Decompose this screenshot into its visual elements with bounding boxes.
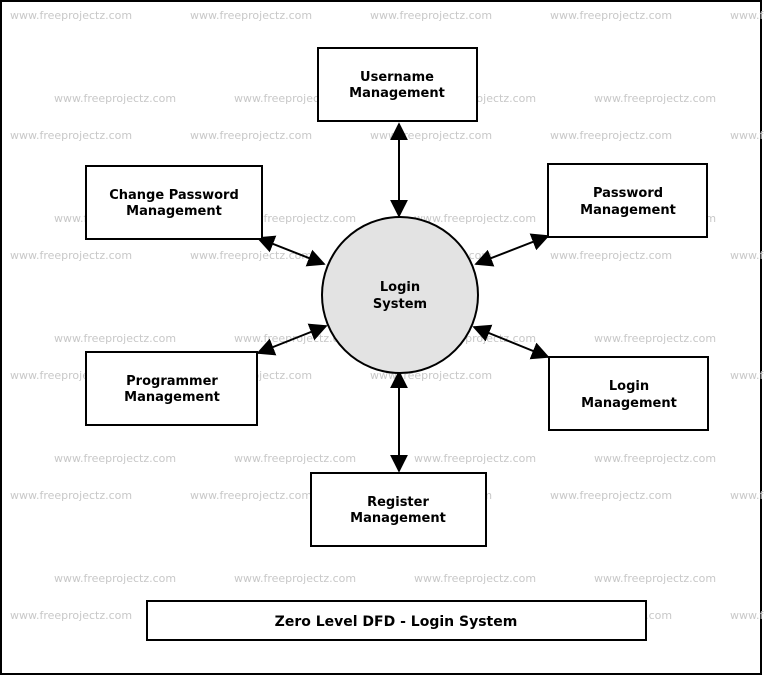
- watermark-text: www.freeprojectz.com: [550, 489, 672, 502]
- watermark-text: www.freeprojectz.com: [190, 489, 312, 502]
- diagram-title-box: [146, 600, 647, 641]
- watermark-text: www.freeprojectz.com: [730, 609, 764, 622]
- entity-username-line1: Username: [360, 70, 434, 85]
- connectors: [256, 122, 550, 473]
- watermark-text: www.freeprojectz.com: [10, 489, 132, 502]
- watermark-text: www.freeprojectz.com: [234, 572, 356, 585]
- watermark-text: www.freeprojectz.com: [10, 609, 132, 622]
- entity-login-line1: Login: [609, 379, 649, 394]
- watermark-text: www.freeprojectz.com: [550, 249, 672, 262]
- diagram-title: Zero Level DFD - Login System: [275, 614, 518, 630]
- watermark-text: www.freeprojectz.com: [54, 452, 176, 465]
- flow-change-password-login: [256, 235, 326, 267]
- watermark-layer: www.freeprojectz.com www.freeprojectz.com…: [10, 9, 764, 622]
- flow-password-login: [474, 233, 550, 267]
- watermark-text: www.freeprojectz.com: [370, 129, 492, 142]
- entity-change-password-line1: Change Password: [109, 188, 239, 203]
- watermark-text: www.freeprojectz.com: [190, 129, 312, 142]
- watermark-text: www.freeprojectz.com: [594, 92, 716, 105]
- watermark-text: www.freeprojectz.com: [550, 9, 672, 22]
- entity-login-line2: Management: [581, 396, 677, 411]
- watermark-text: www.freeprojectz.com: [730, 249, 764, 262]
- watermark-text: www.freeprojectz.com: [550, 129, 672, 142]
- watermark-text: www.freeprojectz.com: [54, 332, 176, 345]
- entity-username-management: [317, 47, 478, 122]
- flow-programmer-login: [256, 323, 328, 356]
- watermark-text: www.freeprojectz.com: [414, 212, 536, 225]
- login-system-process: [321, 216, 479, 374]
- process-label-line2: System: [373, 297, 427, 312]
- flow-login-management-login: [472, 324, 550, 360]
- entity-password-line1: Password: [593, 186, 663, 201]
- watermark-text: www.freeprojectz.com: [594, 572, 716, 585]
- watermark-text: www.freeprojectz.com: [10, 249, 132, 262]
- entity-programmer-management: [85, 351, 258, 426]
- watermark-text: www.freeprojectz.com: [730, 9, 764, 22]
- watermark-text: www.freeprojectz.com: [234, 212, 356, 225]
- watermark-text: www.freeprojectz.com: [54, 92, 176, 105]
- watermark-text: www.freeprojectz.com: [10, 9, 132, 22]
- watermark-text: www.freeprojectz.com: [234, 452, 356, 465]
- watermark-text: www.freeprojectz.com: [190, 249, 312, 262]
- entity-username-line2: Management: [349, 86, 445, 101]
- entity-programmer-line1: Programmer: [126, 374, 218, 389]
- entity-register-management: [310, 472, 487, 547]
- process-label-line1: Login: [380, 280, 420, 295]
- watermark-text: www.freeprojectz.com: [730, 489, 764, 502]
- entity-change-password-line2: Management: [126, 204, 222, 219]
- entity-password-line2: Management: [580, 203, 676, 218]
- entity-register-line2: Management: [350, 511, 446, 526]
- watermark-text: www.freeprojectz.com: [54, 572, 176, 585]
- watermark-text: www.freeprojectz.com: [414, 572, 536, 585]
- watermark-text: www.freeprojectz.com: [10, 129, 132, 142]
- watermark-text: www.freeprojectz.com: [370, 9, 492, 22]
- watermark-text: www.freeprojectz.com: [190, 9, 312, 22]
- entity-programmer-line2: Management: [124, 390, 220, 405]
- watermark-text: www.freeprojectz.com: [414, 452, 536, 465]
- watermark-text: www.freeprojectz.com: [730, 369, 764, 382]
- watermark-text: www.freeprojectz.com: [730, 129, 764, 142]
- watermark-text: www.freeprojectz.com: [594, 332, 716, 345]
- entity-password-management: [547, 163, 708, 238]
- watermark-text: www.freeprojectz.com: [594, 452, 716, 465]
- entity-change-password-management: [85, 165, 263, 240]
- entity-register-line1: Register: [367, 495, 429, 510]
- entity-login-management: [548, 356, 709, 431]
